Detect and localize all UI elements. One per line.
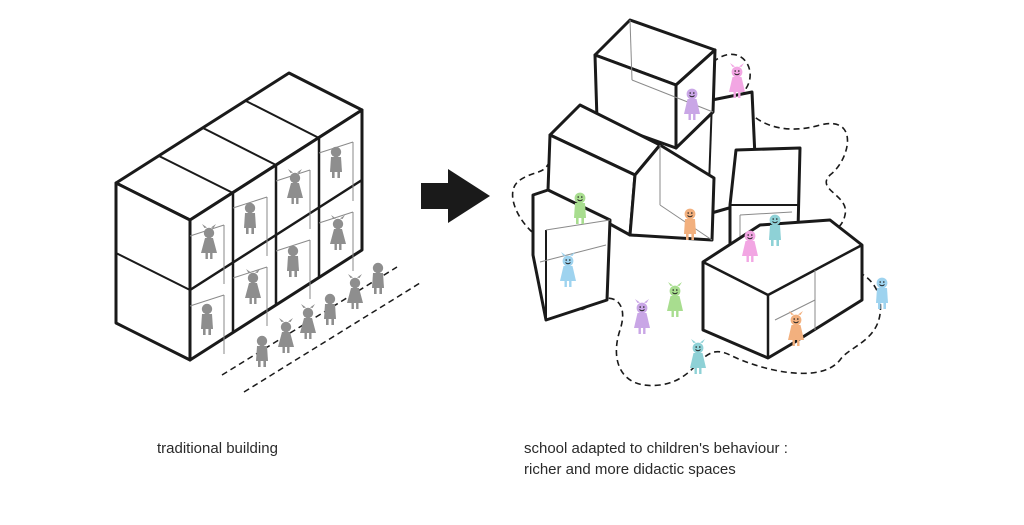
child-figure-icon [690, 339, 706, 374]
child-figure-icon [574, 192, 586, 224]
child-figure-icon [742, 230, 758, 262]
caption-adapted-line1: school adapted to children's behaviour : [524, 440, 788, 457]
child-figure-icon [729, 63, 745, 98]
child-figure-icon [769, 214, 781, 246]
child-figure-icon [278, 318, 294, 353]
child-figure-icon [684, 208, 696, 240]
child-figure-icon [372, 262, 384, 294]
adapted-school-caption: school adapted to children's behaviour :… [524, 438, 788, 480]
child-figure-icon [560, 252, 576, 287]
child-figure-icon [788, 311, 804, 346]
traditional-building [114, 71, 364, 362]
child-figure-icon [876, 277, 888, 309]
caption-adapted-line2: richer and more didactic spaces [524, 461, 736, 478]
child-figure-icon [324, 293, 336, 325]
child-figure-icon [667, 282, 683, 317]
child-figure-icon [256, 335, 268, 367]
right-arrow-icon [421, 169, 490, 223]
traditional-building-caption: traditional building [157, 438, 278, 459]
adapted-school [511, 18, 888, 387]
child-figure-icon [300, 304, 316, 339]
child-figure-icon [684, 88, 700, 120]
caption-traditional: traditional building [157, 440, 278, 457]
child-figure-icon [634, 299, 650, 334]
child-figure-icon [347, 274, 363, 309]
children-queue [221, 262, 421, 393]
